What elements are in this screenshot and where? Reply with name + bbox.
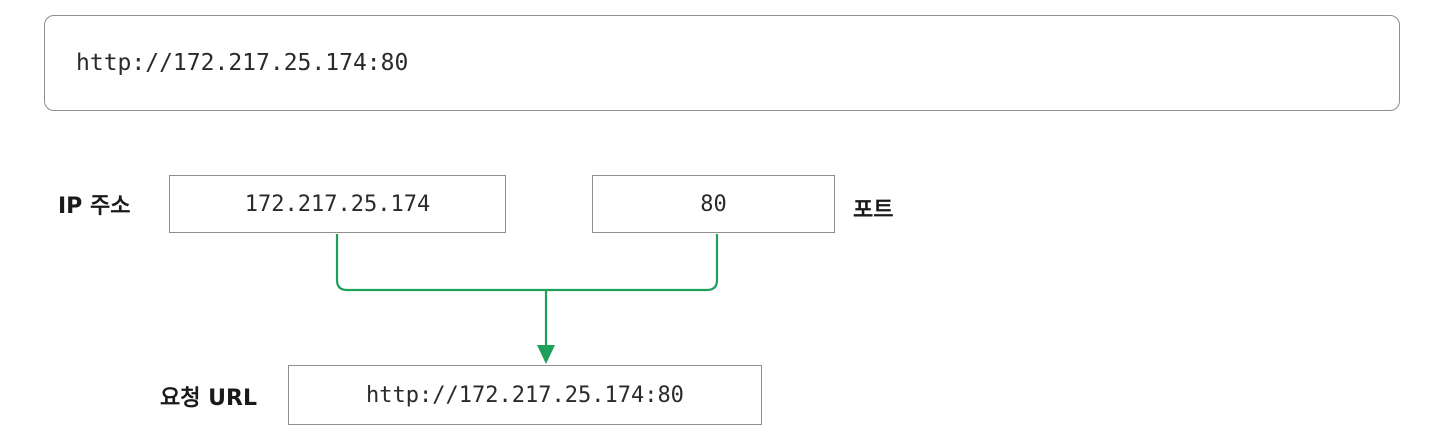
port-value: 80	[700, 191, 727, 217]
address-bar[interactable]: http://172.217.25.174:80	[44, 15, 1400, 111]
ip-address-box: 172.217.25.174	[169, 175, 506, 233]
request-url-box: http://172.217.25.174:80	[288, 365, 762, 425]
arrow-head-icon	[537, 345, 555, 364]
ip-address-value: 172.217.25.174	[244, 191, 431, 217]
port-box: 80	[592, 175, 835, 233]
address-bar-text: http://172.217.25.174:80	[76, 50, 409, 76]
ip-address-label: IP 주소	[58, 194, 131, 219]
request-url-label: 요청 URL	[160, 386, 257, 411]
request-url-value: http://172.217.25.174:80	[366, 382, 684, 408]
merge-bracket-line	[335, 234, 719, 292]
port-label: 포트	[853, 198, 894, 223]
